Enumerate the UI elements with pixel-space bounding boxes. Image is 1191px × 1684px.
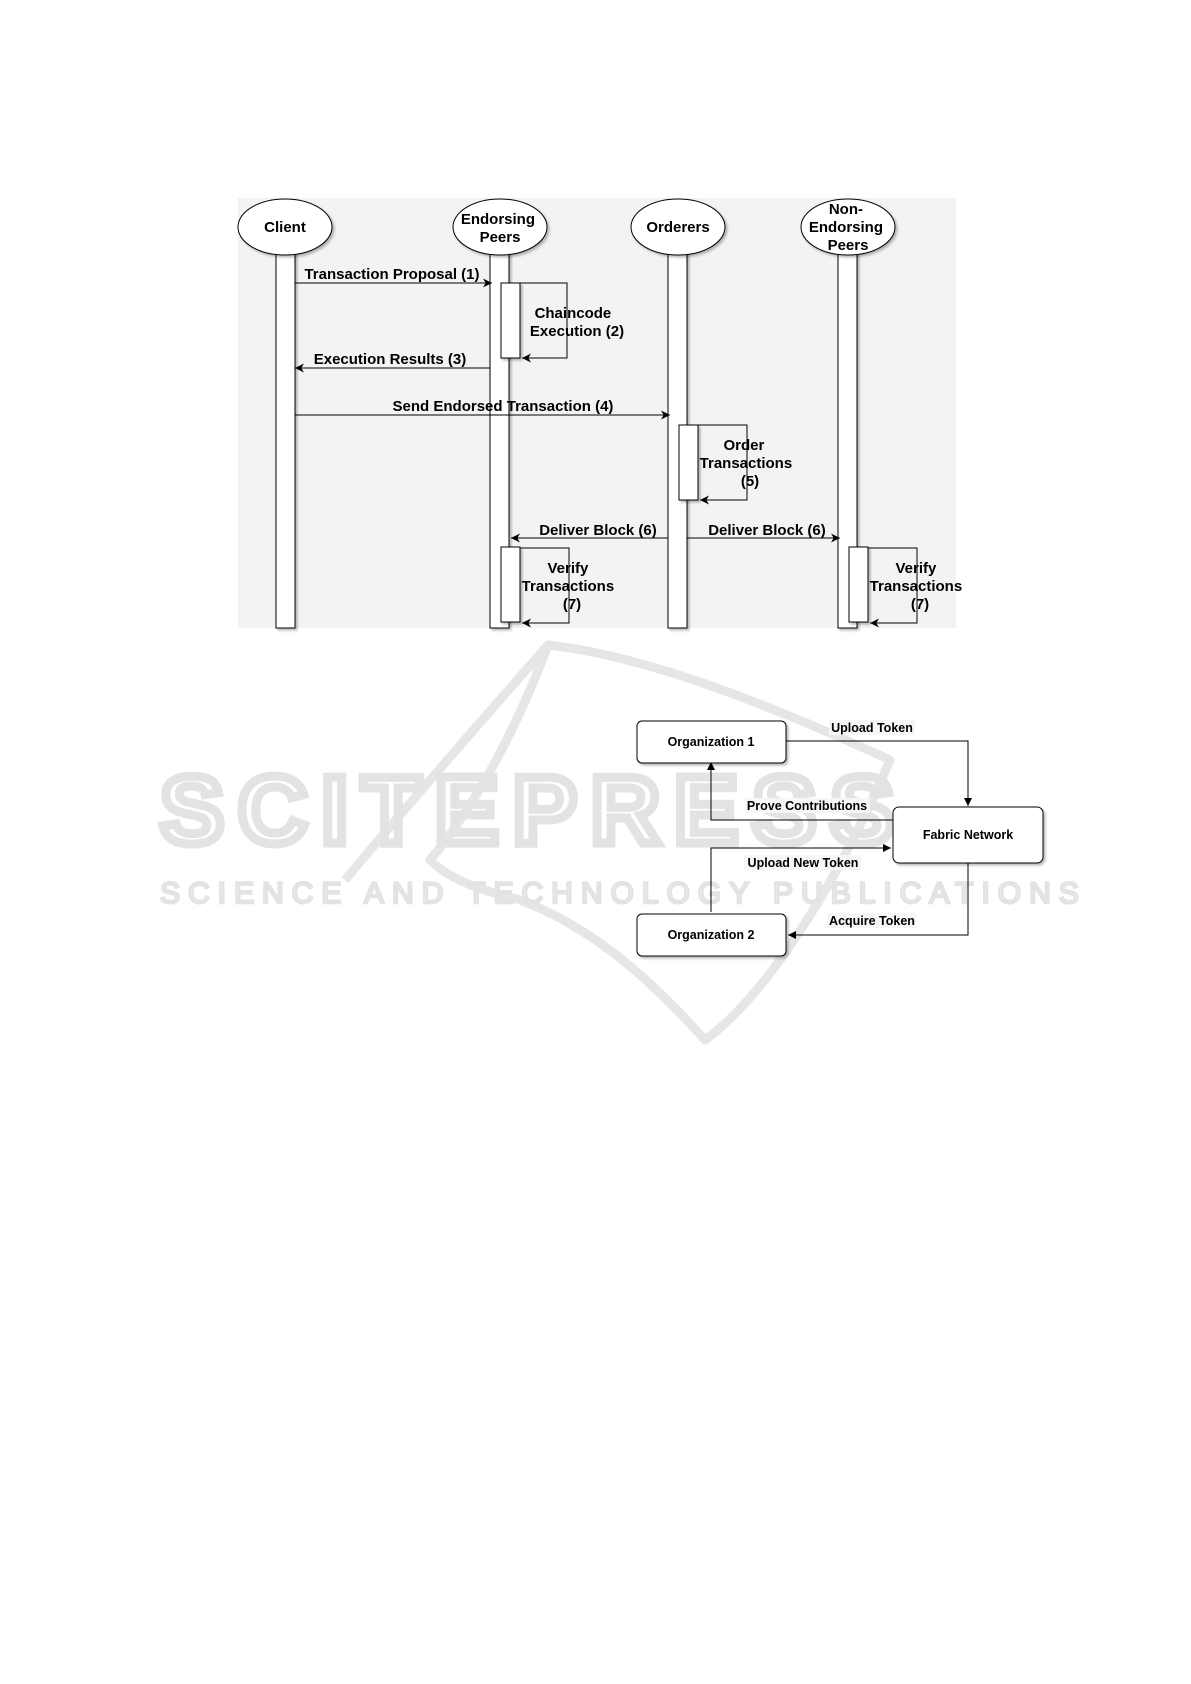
message-execution-results: Execution Results (3) bbox=[295, 351, 490, 373]
actor-ellipse bbox=[452, 198, 548, 256]
node-label: Organization 1 bbox=[668, 735, 755, 749]
node-organization-2: Organization 2 bbox=[636, 913, 787, 957]
self-call-verify-non-endorsing: Verify Transactions (7) bbox=[868, 547, 967, 628]
message-label: Deliver Block (6) bbox=[708, 522, 826, 539]
node-fabric-network: Fabric Network bbox=[892, 806, 1044, 864]
actor-client: Client bbox=[237, 198, 333, 256]
actor-non-endorsing-peers: Non- Endorsing Peers bbox=[800, 198, 896, 256]
watermark-subtitle: SCIENCE AND TECHNOLOGY PUBLICATIONS bbox=[160, 877, 1087, 910]
activation-verify-non-endorsing bbox=[848, 546, 869, 623]
self-call-arrow bbox=[698, 424, 748, 505]
edge-label-bg bbox=[744, 855, 861, 870]
watermark-emblem bbox=[341, 640, 895, 1045]
self-call-order-transactions: Order Transactions (5) bbox=[698, 424, 797, 505]
self-call-label: Chaincode Execution (2) bbox=[530, 305, 624, 340]
edge-arrow bbox=[788, 862, 969, 939]
self-call-arrow bbox=[520, 282, 568, 363]
edge-label-bg bbox=[827, 913, 916, 928]
edge-arrow bbox=[786, 740, 972, 806]
edge-label-bg bbox=[829, 720, 915, 735]
edge-upload-token: Upload Token bbox=[786, 720, 972, 806]
actor-ellipse bbox=[237, 198, 333, 256]
message-deliver-block-endorsing: Deliver Block (6) bbox=[511, 522, 668, 543]
edge-label: Upload New Token bbox=[748, 856, 859, 870]
edge-acquire-token: Acquire Token bbox=[788, 862, 969, 939]
message-transaction-proposal: Transaction Proposal (1) bbox=[295, 266, 492, 288]
edge-prove-contributions: Prove Contributions bbox=[707, 762, 893, 821]
message-deliver-block-non-endorsing: Deliver Block (6) bbox=[687, 522, 840, 543]
actor-orderers-label: Orderers bbox=[646, 219, 709, 236]
node-label: Organization 2 bbox=[668, 928, 755, 942]
sequence-background bbox=[238, 198, 956, 628]
edge-arrow bbox=[710, 844, 891, 912]
message-label: Deliver Block (6) bbox=[539, 522, 657, 539]
node-label: Fabric Network bbox=[923, 828, 1013, 842]
self-call-label: Order Transactions (5) bbox=[700, 437, 797, 490]
actor-orderers: Orderers bbox=[630, 198, 726, 256]
message-label: Send Endorsed Transaction (4) bbox=[393, 398, 614, 415]
message-label: Execution Results (3) bbox=[314, 351, 467, 368]
self-call-verify-endorsing: Verify Transactions (7) bbox=[520, 547, 619, 628]
activation-verify-endorsing bbox=[500, 546, 521, 623]
sequence-diagram: Client Endorsing Peers Orderers Non- End… bbox=[237, 198, 967, 629]
actor-ellipse bbox=[800, 198, 896, 256]
node-box bbox=[636, 913, 787, 957]
token-flow-diagram: Upload Token Prove Contributions Upload … bbox=[636, 720, 1044, 957]
client-lifeline bbox=[275, 251, 296, 629]
actor-client-label: Client bbox=[264, 219, 306, 236]
node-organization-1: Organization 1 bbox=[636, 720, 787, 764]
edge-arrow bbox=[707, 762, 893, 821]
self-call-arrow bbox=[868, 547, 918, 628]
activation-chaincode bbox=[500, 282, 521, 359]
self-call-chaincode-execution: Chaincode Execution (2) bbox=[520, 282, 624, 363]
actor-endorsing-peers: Endorsing Peers bbox=[452, 198, 548, 256]
edge-upload-new-token: Upload New Token bbox=[710, 844, 891, 912]
message-send-endorsed-transaction: Send Endorsed Transaction (4) bbox=[295, 398, 670, 420]
actor-non-endorsing-peers-label: Non- Endorsing Peers bbox=[809, 201, 887, 254]
self-call-label: Verify Transactions (7) bbox=[870, 560, 967, 613]
activation-order bbox=[678, 424, 699, 501]
self-call-label: Verify Transactions (7) bbox=[522, 560, 619, 613]
node-box bbox=[636, 720, 787, 764]
self-call-arrow bbox=[520, 547, 570, 628]
edge-label: Acquire Token bbox=[829, 914, 915, 928]
message-label: Transaction Proposal (1) bbox=[304, 266, 479, 283]
actor-endorsing-peers-label: Endorsing Peers bbox=[461, 211, 539, 246]
edge-label-bg bbox=[745, 798, 870, 813]
actor-ellipse bbox=[630, 198, 726, 256]
edge-label: Prove Contributions bbox=[747, 799, 867, 813]
node-box bbox=[892, 806, 1044, 864]
edge-label: Upload Token bbox=[831, 721, 913, 735]
